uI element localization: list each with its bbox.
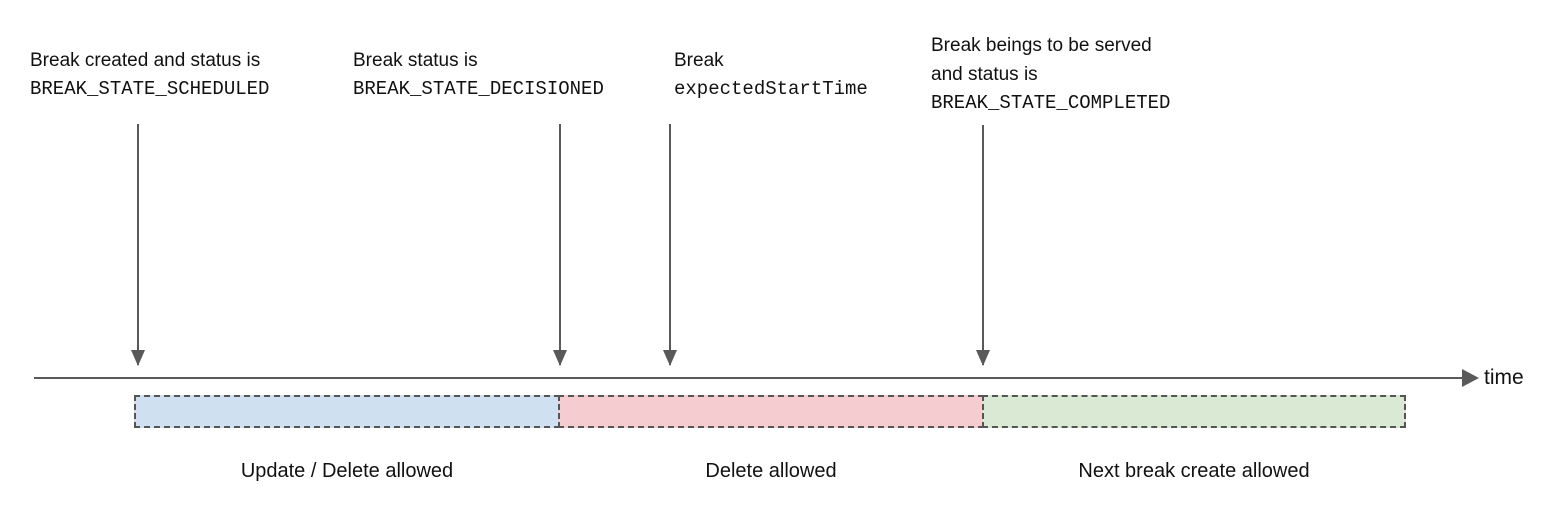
annotation-expected-start-time: Break expectedStartTime bbox=[674, 46, 868, 104]
time-axis-line bbox=[34, 377, 1470, 379]
phase-bar-delete bbox=[558, 395, 984, 428]
annotation-line: Break bbox=[674, 50, 724, 71]
annotation-line: and status is bbox=[931, 64, 1038, 85]
arrow-shaft bbox=[559, 124, 561, 365]
arrow-head bbox=[663, 350, 677, 366]
time-axis-arrow-icon bbox=[1462, 369, 1479, 387]
annotation-decisioned: Break status is BREAK_STATE_DECISIONED bbox=[353, 46, 604, 104]
time-axis-label: time bbox=[1484, 366, 1524, 389]
annotation-line: Break status is bbox=[353, 50, 478, 71]
drop-arrow-scheduled-icon bbox=[131, 124, 145, 366]
annotation-line: Break created and status is bbox=[30, 50, 261, 71]
phase-bar-next-break-create bbox=[982, 395, 1406, 428]
annotation-line-state: BREAK_STATE_COMPLETED bbox=[931, 92, 1171, 114]
phase-caption-next-break-create: Next break create allowed bbox=[1078, 460, 1310, 482]
annotation-completed: Break beings to be served and status is … bbox=[931, 31, 1170, 118]
drop-arrow-expected-start-time-icon bbox=[663, 124, 677, 366]
phase-caption-update-delete: Update / Delete allowed bbox=[240, 460, 454, 482]
arrow-shaft bbox=[137, 124, 139, 365]
annotation-line-state: BREAK_STATE_DECISIONED bbox=[353, 78, 604, 100]
phase-caption-delete: Delete allowed bbox=[705, 460, 837, 482]
annotation-line-field: expectedStartTime bbox=[674, 78, 868, 100]
annotation-scheduled: Break created and status is BREAK_STATE_… bbox=[30, 46, 269, 104]
annotation-line-state: BREAK_STATE_SCHEDULED bbox=[30, 78, 270, 100]
arrow-shaft bbox=[982, 125, 984, 365]
arrow-head bbox=[131, 350, 145, 366]
drop-arrow-decisioned-icon bbox=[553, 124, 567, 366]
arrow-shaft bbox=[669, 124, 671, 365]
annotation-line: Break beings to be served bbox=[931, 35, 1152, 56]
phase-bar-update-delete bbox=[134, 395, 560, 428]
drop-arrow-completed-icon bbox=[976, 125, 990, 366]
arrow-head bbox=[553, 350, 567, 366]
arrow-head bbox=[976, 350, 990, 366]
